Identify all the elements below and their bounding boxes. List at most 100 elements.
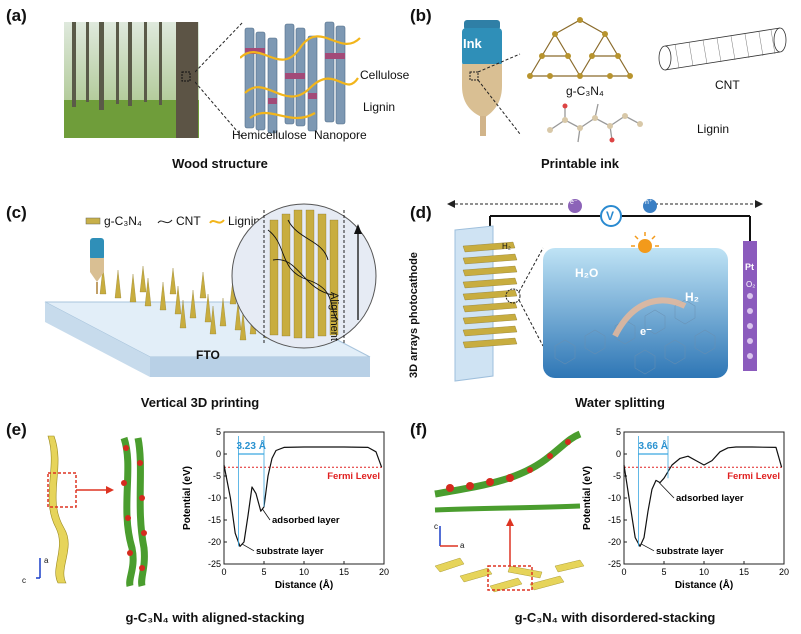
label-h-circle: h⁺ (645, 199, 653, 206)
chart-e-xtick-label: 20 (379, 567, 389, 577)
electron-circle (568, 199, 582, 213)
cnt-tube (658, 27, 787, 71)
chart-e-substrate-label: substrate layer (256, 546, 324, 557)
label-nanopore: Nanopore (314, 128, 367, 142)
chart-e-ytick-label: -5 (213, 471, 221, 481)
forest-photo-graphic (64, 22, 199, 138)
caption-printable-ink: Printable ink (540, 156, 620, 171)
chart-f-ytick-label: -10 (608, 493, 621, 503)
chart-f-substrate-pointer (641, 543, 655, 552)
ink-syringe (462, 20, 521, 136)
chart-f-ytick-label: -5 (613, 471, 621, 481)
chart-e-xlabel: Distance (Å) (275, 578, 333, 591)
chart-f-xtick-label: 20 (779, 567, 789, 577)
panel-b-label: (b) (410, 6, 432, 25)
axis-label-c-e: c (22, 576, 26, 585)
chart-f-xtick-label: 5 (661, 567, 666, 577)
caption-water-splitting: Water splitting (575, 395, 665, 410)
cellulose-rods (240, 21, 361, 134)
chart-f-ytick-label: -20 (608, 537, 621, 547)
label-voltmeter: V (606, 209, 615, 223)
label-cellulose: Cellulose (360, 68, 410, 82)
chart-e-potential-curve (223, 446, 383, 547)
legend-gc3n4-swatch (85, 217, 101, 225)
lignin-molecule (547, 103, 643, 143)
pt-electrode (743, 241, 757, 371)
label-lignin: Lignin (363, 100, 396, 114)
hole-circle (643, 199, 657, 213)
chart-f-ytick-label: 0 (616, 449, 621, 459)
label-fto: FTO (196, 348, 220, 362)
panel-f-label: (f) (410, 420, 427, 439)
caption-aligned-stacking: g-C₃N₄ with aligned-stacking (125, 610, 305, 625)
chart-e-ytick-label: -15 (208, 515, 221, 525)
chart-f-ytick-label: 5 (616, 427, 621, 437)
chart-e-ytick-label: -20 (208, 537, 221, 547)
wood-zoom-lines (195, 21, 244, 139)
chart-e-ylabel: Potential (eV) (182, 466, 193, 530)
label-h2o: H₂O (575, 266, 599, 280)
voltmeter (600, 205, 622, 227)
chart-e-adsorbed-pointer (262, 508, 271, 521)
photocathode-stack (462, 241, 518, 349)
chart-e-ytick-label: -10 (208, 493, 221, 503)
chart-f-fermi-label: Fermi Level (727, 471, 780, 482)
chart-e-dist-label: 3.23 Å (236, 439, 265, 452)
water-splitting-illustration (447, 199, 763, 382)
label-cnt: CNT (715, 78, 740, 92)
chart-e-fermi-label: Fermi Level (327, 471, 380, 482)
legend-lignin-swatch (209, 219, 225, 224)
label-electron: e⁻ (640, 326, 652, 338)
axis-label-c-f: c (434, 522, 438, 531)
chart-f-potential-curve (623, 446, 783, 547)
label-h2-small: H₂ (502, 242, 511, 251)
legend-gc3n4: g-C₃N₄ (104, 214, 142, 228)
panel-c-legend (85, 217, 225, 225)
sun-icon (638, 239, 652, 253)
chart-e-xtick-label: 5 (261, 567, 266, 577)
panel-e-label: (e) (6, 420, 27, 439)
panel-a-label: (a) (6, 6, 27, 25)
chart-f-adsorbed-pointer (658, 482, 675, 499)
label-pt: Pt (745, 262, 754, 272)
charge-density-map (120, 436, 148, 587)
legend-cnt-swatch (157, 219, 173, 224)
chart-f-xlabel: Distance (Å) (675, 578, 733, 591)
chart-e-substrate-pointer (242, 543, 255, 552)
label-ink: Ink (463, 36, 482, 51)
chart-e-xtick-label: 10 (299, 567, 309, 577)
forest-photo (64, 22, 199, 138)
label-o2: O₂ (746, 280, 756, 289)
chart-e-ytick-label: 5 (216, 427, 221, 437)
chart-e-ytick-label: 0 (216, 449, 221, 459)
label-3d-arrays-photocathode: 3D arrays photocathode (408, 252, 420, 378)
chart-e-ytick-label: -25 (208, 559, 221, 569)
panel-d-label: (d) (410, 203, 432, 222)
label-hemicellulose: Hemicellulose (232, 128, 307, 142)
wood-fiber-illustration (240, 21, 361, 134)
legend-cnt: CNT (176, 214, 201, 228)
label-gc3n4-ink: g-C₃N₄ (566, 84, 604, 98)
panel-c-label: (c) (6, 203, 27, 222)
charge-density-map-f (434, 430, 582, 513)
chart-e-xtick-label: 15 (339, 567, 349, 577)
chart-e-adsorbed-label: adsorbed layer (272, 515, 340, 526)
alignment-zoom-circle (231, 203, 377, 349)
axis-label-a-f: a (460, 541, 465, 550)
label-lignin-ink: Lignin (697, 122, 730, 136)
chart-f-xtick-label: 15 (739, 567, 749, 577)
chart-f-xtick-label: 10 (699, 567, 709, 577)
chart-e-xtick-label: 0 (221, 567, 226, 577)
chart-f-substrate-label: substrate layer (656, 546, 724, 557)
label-e-circle: e⁻ (570, 199, 578, 206)
label-alignment: Alignment (328, 292, 340, 341)
chart-f-ytick-label: -15 (608, 515, 621, 525)
label-h2: H₂ (685, 290, 699, 304)
caption-wood-structure: Wood structure (172, 156, 268, 171)
chart-f-dist-label: 3.66 Å (638, 439, 667, 452)
caption-vertical-3d-printing: Vertical 3D printing (140, 395, 260, 410)
chart-f-ytick-label: -25 (608, 559, 621, 569)
gc3n4-molecule (527, 17, 633, 79)
